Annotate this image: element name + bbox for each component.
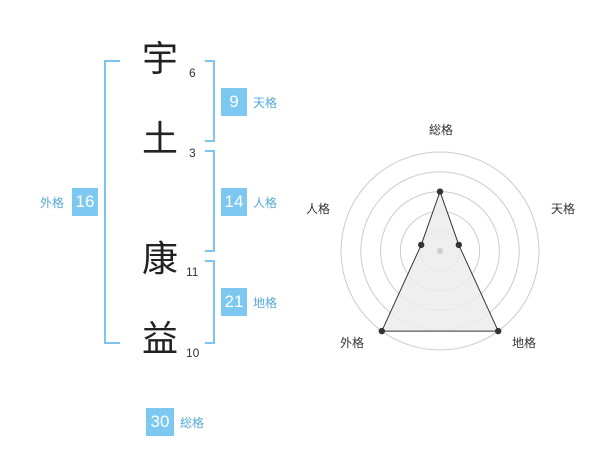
gaikaku-label: 外格 (40, 196, 65, 210)
radar-point-3 (378, 327, 385, 335)
radar-point-2 (495, 327, 502, 335)
radar-center-dot (437, 248, 443, 254)
jinkaku-label: 人格 (253, 196, 278, 210)
gaikaku-value: 16 (72, 188, 98, 216)
chikaku-value: 21 (221, 288, 247, 316)
radar-point-1 (455, 241, 462, 249)
jinkaku-bracket (205, 150, 215, 252)
tenkaku-bracket (205, 60, 215, 142)
gaikaku-bracket (104, 60, 120, 344)
name-char-4: 益 (142, 319, 179, 360)
radar-label-soukaku: 総格 (429, 122, 453, 137)
name-char-3: 康 (142, 239, 179, 280)
radar-label-jinkaku: 人格 (306, 201, 330, 216)
jinkaku-value: 14 (221, 188, 247, 216)
radar-ring (340, 151, 540, 351)
stroke-count-2: 3 (189, 146, 196, 160)
tenkaku-label: 天格 (253, 96, 278, 110)
stroke-count-1: 6 (189, 66, 196, 80)
tenkaku-value: 9 (221, 88, 247, 116)
chikaku-label: 地格 (253, 296, 278, 310)
stroke-count-3: 11 (186, 265, 199, 279)
name-char-1: 宇 (142, 39, 179, 80)
soukaku-value: 30 (146, 408, 174, 436)
chikaku-bracket (205, 260, 215, 344)
stroke-count-4: 10 (186, 346, 200, 360)
radar-polygon (381, 190, 499, 332)
name-char-2: 土 (142, 119, 179, 160)
radar-point-0 (436, 188, 444, 195)
radar-label-chikaku: 地格 (512, 335, 536, 350)
radar-label-gaikaku: 外格 (340, 335, 364, 350)
radar-point-4 (418, 241, 425, 249)
radar-label-tenkaku: 天格 (551, 201, 575, 216)
soukaku-label: 総格 (180, 416, 205, 430)
